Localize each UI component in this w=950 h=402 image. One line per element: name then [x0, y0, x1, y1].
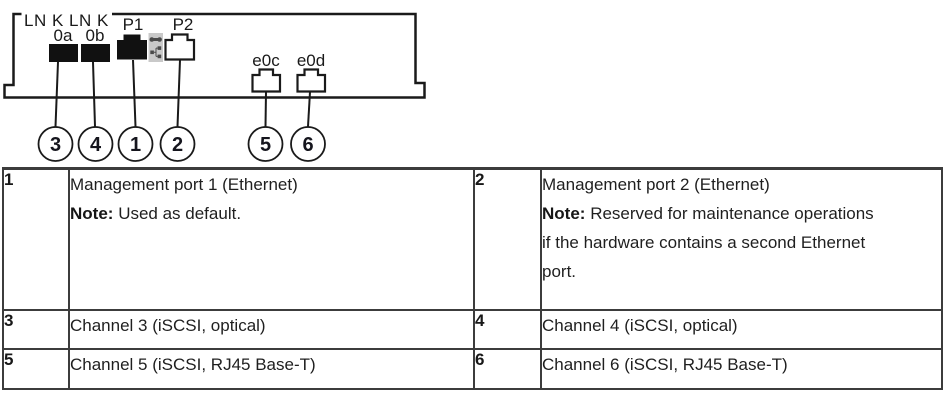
rear-panel-diagram: LN K LN K 0a 0b P1 — [0, 0, 440, 165]
callout-circle-1: 1 — [117, 126, 154, 162]
callout-circle-5: 5 — [247, 126, 284, 162]
callout-line-3 — [54, 61, 59, 127]
wrench-icon — [149, 37, 162, 42]
port-description: Management port 1 (Ethernet) — [70, 175, 298, 194]
description-cell: Channel 3 (iSCSI, optical) — [68, 309, 475, 350]
note-label: Note: — [542, 204, 586, 223]
network-icon — [150, 46, 162, 59]
callout-number: 5 — [260, 134, 271, 156]
callout-circle-2: 2 — [159, 126, 196, 162]
port-description: Management port 2 (Ethernet) — [542, 175, 770, 194]
port-p2-label: P2 — [173, 15, 194, 34]
port-note: Note: Reserved for maintenance operation… — [542, 199, 878, 286]
lnk-led-label: LN K LN K — [24, 11, 109, 30]
port-0b-label: 0b — [86, 26, 105, 45]
callout-ref-cell: 1 — [2, 167, 70, 311]
callout-number: 3 — [50, 134, 61, 156]
port-e0d-label: e0d — [297, 51, 325, 70]
port-description: Channel 4 (iSCSI, optical) — [542, 316, 738, 335]
note-text: Used as default. — [118, 204, 242, 223]
rj45-port-p2 — [164, 33, 196, 61]
callout-circle-3: 3 — [37, 126, 74, 162]
callout-line-2 — [176, 59, 181, 127]
rj45-port-e0c — [251, 68, 282, 93]
rj45-port-e0d — [296, 68, 327, 93]
rj45-port-p1 — [117, 34, 147, 60]
port-legend-table: 1 Management port 1 (Ethernet) Note: Use… — [2, 167, 943, 390]
table-row: 1 Management port 1 (Ethernet) Note: Use… — [2, 167, 943, 311]
callout-number: 4 — [90, 134, 102, 156]
callout-number: 1 — [130, 134, 141, 156]
callout-ref-cell: 6 — [473, 348, 542, 390]
description-cell: Channel 5 (iSCSI, RJ45 Base-T) — [68, 348, 475, 390]
callout-lines — [54, 59, 311, 127]
port-note: Note: Used as default. — [70, 199, 406, 228]
note-label: Note: — [70, 204, 114, 223]
management-icon-badge — [148, 33, 163, 62]
callout-ref-cell: 4 — [473, 309, 542, 350]
sfp-port-0b — [81, 44, 110, 62]
callout-line-6 — [307, 91, 311, 127]
callout-line-1 — [132, 59, 137, 127]
table-row: 3 Channel 3 (iSCSI, optical) 4 Channel 4… — [2, 309, 943, 350]
rear-panel-svg: LN K LN K 0a 0b P1 — [3, 11, 426, 162]
description-cell: Management port 2 (Ethernet) Note: Reser… — [540, 167, 943, 311]
description-cell: Channel 4 (iSCSI, optical) — [540, 309, 943, 350]
callout-line-4 — [92, 61, 96, 127]
table-row: 5 Channel 5 (iSCSI, RJ45 Base-T) 6 Chann… — [2, 348, 943, 390]
port-p1-label: P1 — [123, 15, 144, 34]
sfp-port-0a — [49, 44, 78, 62]
callout-ref-cell: 5 — [2, 348, 70, 390]
port-description: Channel 3 (iSCSI, optical) — [70, 316, 266, 335]
callout-circle-4: 4 — [77, 126, 114, 162]
callout-circle-6: 6 — [290, 126, 326, 162]
callout-ref-cell: 3 — [2, 309, 70, 350]
callout-ref-cell: 2 — [473, 167, 542, 311]
note-text: Reserved for maintenance operations if t… — [542, 204, 874, 281]
port-description: Channel 6 (iSCSI, RJ45 Base-T) — [542, 355, 788, 374]
port-e0c-label: e0c — [252, 51, 280, 70]
port-0a-label: 0a — [54, 26, 73, 45]
callout-number: 2 — [172, 134, 183, 156]
description-cell: Management port 1 (Ethernet) Note: Used … — [68, 167, 475, 311]
description-cell: Channel 6 (iSCSI, RJ45 Base-T) — [540, 348, 943, 390]
chassis-outline — [3, 12, 426, 99]
callout-number: 6 — [302, 134, 313, 156]
callout-line-5 — [264, 91, 267, 127]
port-description: Channel 5 (iSCSI, RJ45 Base-T) — [70, 355, 316, 374]
